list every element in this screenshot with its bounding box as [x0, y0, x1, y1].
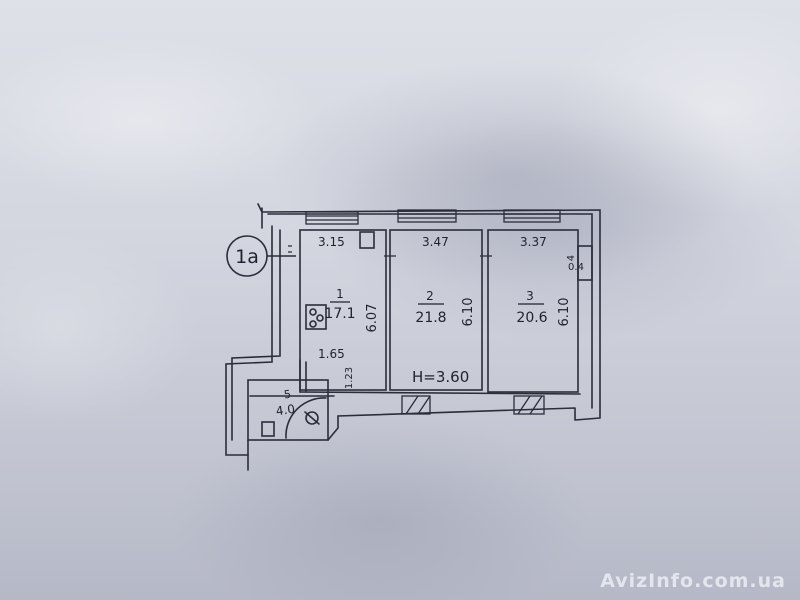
- apartment-label: 1a: [226, 235, 296, 277]
- room-1-width: 3.15: [318, 235, 345, 249]
- window-room-1: [305, 211, 359, 225]
- stove-icon: [305, 304, 327, 330]
- room-2-width: 3.47: [422, 235, 449, 249]
- outer-wall: [257, 203, 601, 441]
- apartment-label-text: 1a: [235, 246, 259, 268]
- room-1-number: 1: [336, 287, 344, 301]
- window-room-3: [503, 209, 561, 223]
- room-2-length: 6.10: [461, 298, 476, 327]
- niche-dimension-b: 0.4: [568, 262, 584, 273]
- niche-dimension-a: 4: [566, 255, 577, 261]
- room-3-length: 6.10: [557, 298, 572, 327]
- room-1-length: 6.07: [365, 304, 380, 333]
- room-2-number: 2: [426, 289, 434, 303]
- window-room-2: [397, 209, 457, 223]
- room-5-number: 5: [283, 388, 292, 402]
- room-1-outline: [299, 229, 387, 391]
- room-2-outline: [389, 229, 483, 391]
- watermark: AvizInfo.com.ua: [600, 570, 786, 592]
- room-3-number: 3: [526, 289, 534, 303]
- corridor-small-dimension: 1.23: [344, 367, 355, 389]
- room-3-area: 20.6: [516, 310, 547, 326]
- corridor-width: 1.65: [318, 347, 345, 361]
- ceiling-height-note: H=3.60: [412, 368, 469, 386]
- room-3-outline: [487, 229, 579, 393]
- room-2-area: 21.8: [415, 310, 446, 326]
- corridor-wall: [231, 229, 281, 441]
- paper-shadow: [270, 60, 750, 290]
- door-room-3: [513, 395, 545, 415]
- room-3-width: 3.37: [520, 235, 547, 249]
- room-5-area: 4.0: [275, 402, 296, 419]
- room-1-area: 17.1: [324, 306, 355, 322]
- room-5-outline: [247, 379, 329, 441]
- door-room-2: [401, 395, 431, 415]
- door-swing-arc: [285, 397, 327, 439]
